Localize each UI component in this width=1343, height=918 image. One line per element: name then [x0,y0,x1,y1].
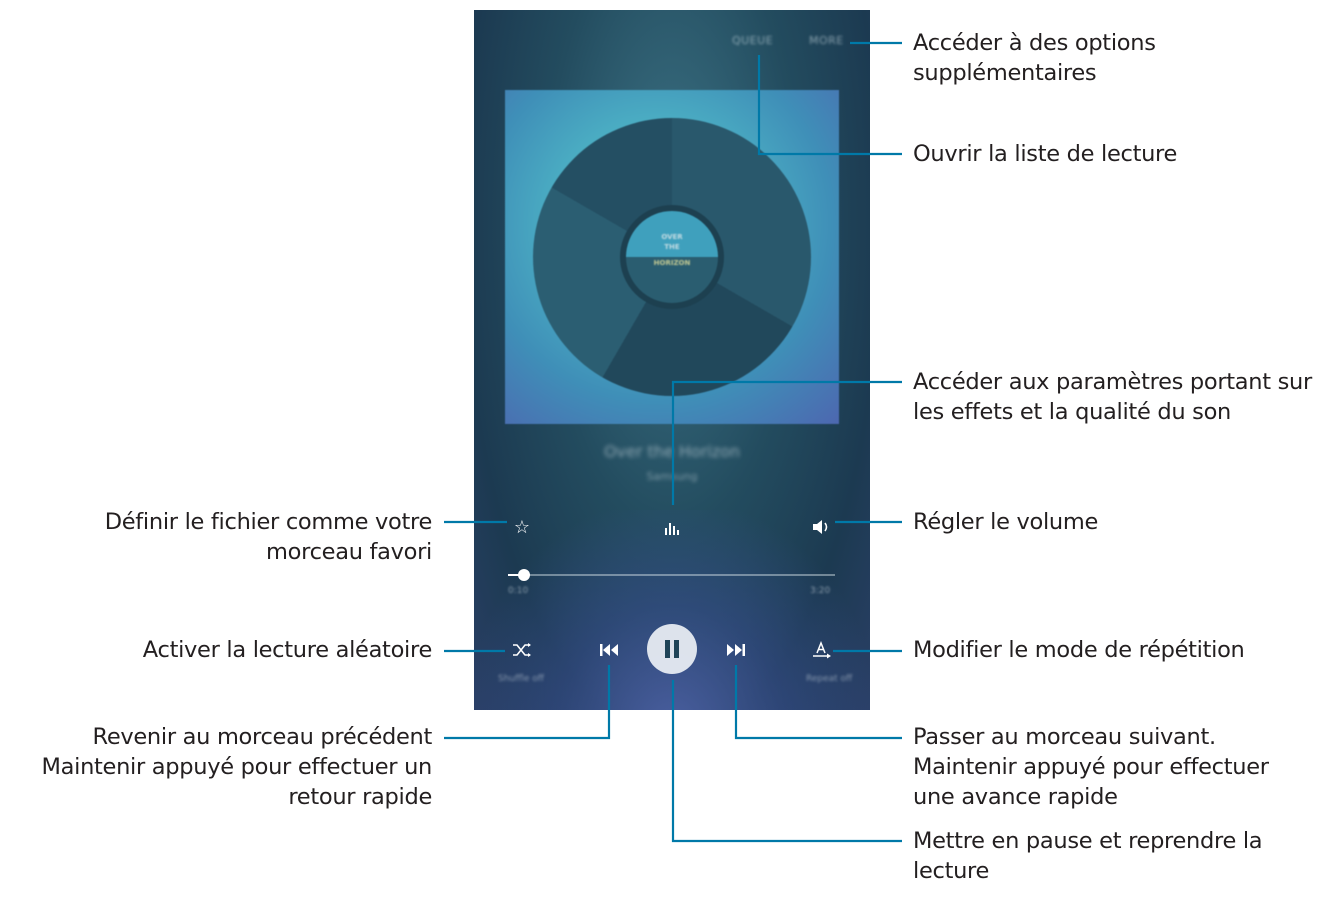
callout-playlist-line-1: Ouvrir la liste de lecture [913,141,1178,167]
callout-more-options: Accéder à des options supplémentaires [913,28,1156,88]
callout-previous-line-3: retour rapide [288,784,432,810]
song-artist: Samsung [646,470,698,483]
disc-label: OVER THE HORIZON [620,205,724,309]
song-title: Over the Horizon [603,442,741,461]
callout-shuffle-line-1: Activer la lecture aléatoire [142,637,433,663]
queue-button[interactable]: QUEUE [732,34,774,47]
volume-icon[interactable] [810,515,834,539]
more-button[interactable]: MORE [809,34,844,47]
progress-thumb[interactable] [518,569,531,581]
star-icon[interactable]: ☆ [513,516,531,538]
total-time: 3:20 [810,586,831,596]
album-art: OVER THE HORIZON [505,90,839,424]
music-player-screen: QUEUE MORE OVER THE HORIZON Over the Hor… [474,10,870,710]
callout-next: Passer au morceau suivant. Maintenir app… [913,722,1269,812]
callout-previous-line-2: Maintenir appuyé pour effectuer un [41,754,433,780]
callout-sound-effects-line-1: Accéder aux paramètres portant sur [913,369,1312,395]
pause-button[interactable] [647,624,697,674]
callout-sound-effects: Accéder aux paramètres portant sur les e… [913,367,1312,427]
callout-previous-line-1: Revenir au morceau précédent [92,724,433,750]
callout-next-line-1: Passer au morceau suivant. [913,724,1216,750]
callout-favorite: Définir le fichier comme votre morceau f… [104,507,433,567]
elapsed-time: 0:10 [508,586,529,596]
previous-icon[interactable] [597,640,621,660]
callout-favorite-line-1: Définir le fichier comme votre [104,509,433,535]
callout-favorite-line-2: morceau favori [266,539,432,565]
album-disc: OVER THE HORIZON [533,118,811,396]
callout-volume: Régler le volume [913,507,1098,537]
callout-playlist: Ouvrir la liste de lecture [913,139,1177,169]
callout-more-options-line-1: Accéder à des options [913,30,1156,56]
callout-next-line-2: Maintenir appuyé pour effectuer [913,754,1269,780]
repeat-state-label: Repeat off [806,674,853,684]
callout-previous: Revenir au morceau précédent Maintenir a… [41,722,433,812]
shuffle-state-label: Shuffle off [498,674,544,684]
album-art-line-1: OVER [661,233,683,241]
callout-volume-line-1: Régler le volume [913,509,1099,535]
callout-shuffle: Activer la lecture aléatoire [142,635,433,665]
callout-repeat-line-1: Modifier le mode de répétition [913,637,1245,663]
callout-more-options-line-2: supplémentaires [913,60,1097,86]
callout-sound-effects-line-2: les effets et la qualité du son [913,399,1231,425]
equalizer-icon[interactable] [662,518,682,538]
repeat-icon[interactable] [810,638,834,662]
album-art-line-2: THE [664,243,680,251]
callout-pause-line-1: Mettre en pause et reprendre la [913,828,1263,854]
progress-fill [508,574,525,576]
callout-pause-line-2: lecture [913,858,990,884]
callout-next-line-3: une avance rapide [913,784,1118,810]
shuffle-icon[interactable] [510,638,534,662]
callout-pause: Mettre en pause et reprendre la lecture [913,826,1263,886]
pause-icon [665,640,679,658]
album-art-line-3: HORIZON [653,259,691,267]
callout-repeat: Modifier le mode de répétition [913,635,1245,665]
progress-bar[interactable] [508,569,835,581]
next-icon[interactable] [724,640,748,660]
